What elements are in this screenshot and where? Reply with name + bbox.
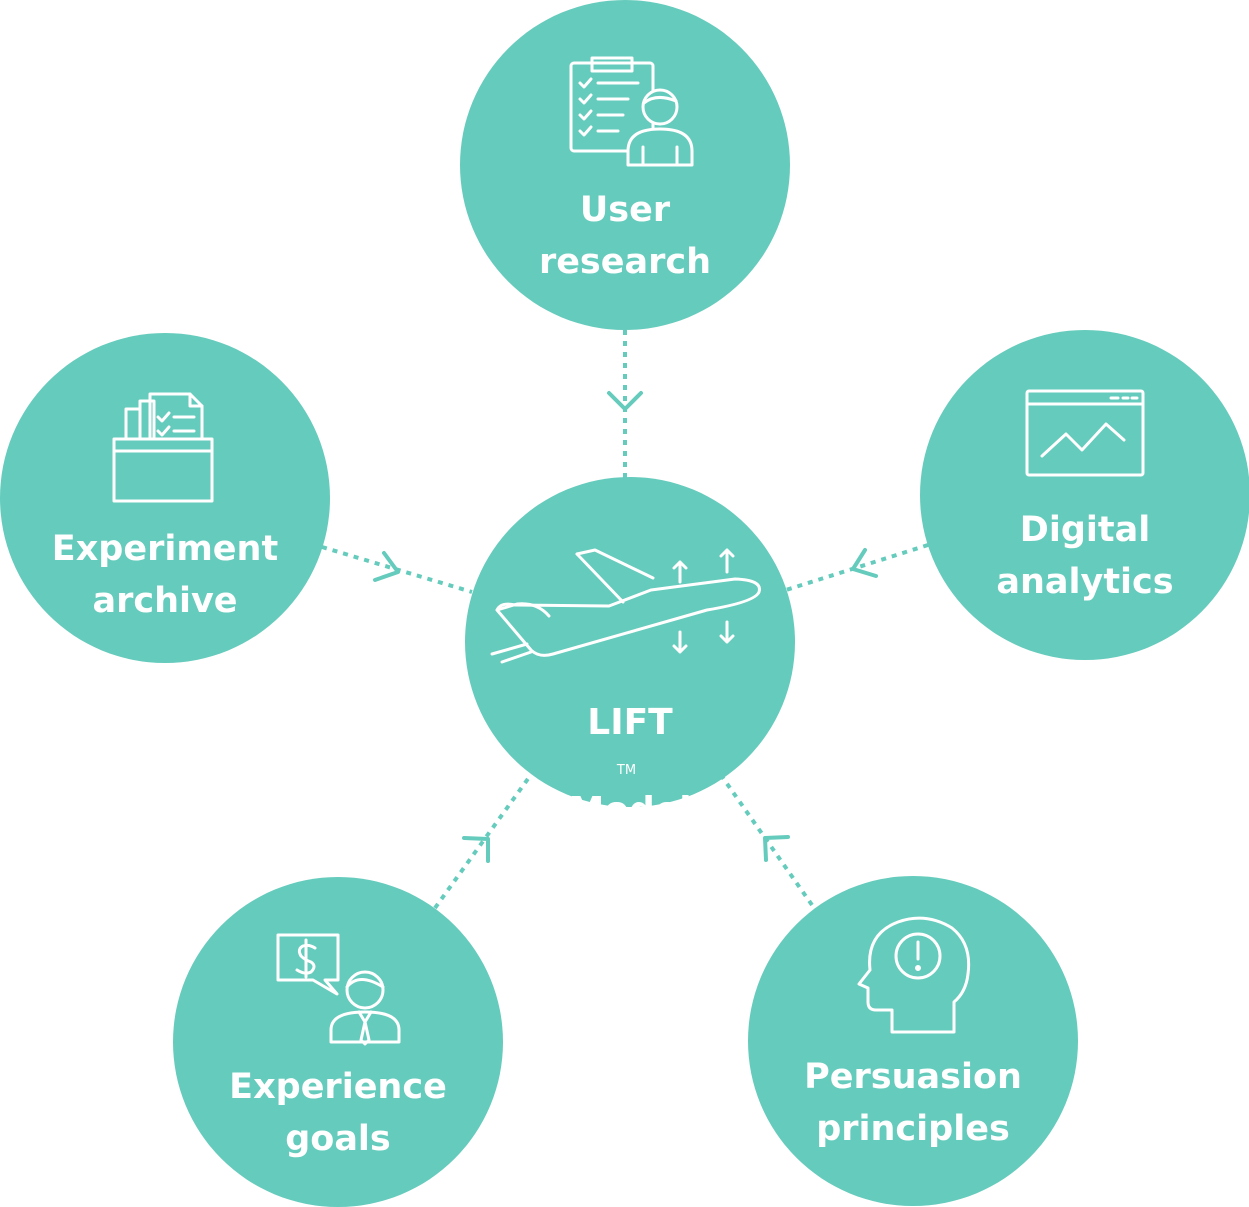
head-exclamation-icon	[857, 916, 971, 1034]
node-label-line: Digital	[1019, 510, 1151, 550]
connector-digital-analytics	[785, 543, 929, 592]
folder-documents-icon	[112, 392, 214, 503]
node-label-line: analytics	[996, 562, 1174, 602]
node-digital-analytics: Digital analytics	[920, 330, 1249, 660]
node-label: Experience goals	[173, 1061, 503, 1165]
arrowhead-user-research	[607, 391, 643, 411]
trademark-symbol: TM	[616, 763, 637, 778]
center-label: LIFT TM Model	[465, 701, 795, 833]
arrowhead-experiment-archive	[373, 551, 400, 582]
arrowhead-digital-analytics	[851, 548, 878, 578]
node-label-line: archive	[92, 581, 238, 621]
node-label-line: User	[579, 190, 671, 230]
node-label: Digital analytics	[920, 504, 1249, 608]
center-name: LIFT	[587, 702, 673, 743]
center-title: LIFT TM Model	[465, 702, 795, 831]
node-label-line: research	[538, 242, 712, 282]
node-experiment-archive: Experiment archive	[0, 333, 330, 663]
dollar-speech-person-icon	[276, 933, 401, 1046]
node-label-line: Experience	[229, 1067, 447, 1107]
arrowhead-experience-goals	[462, 836, 490, 863]
node-label: Experiment archive	[0, 523, 330, 627]
clipboard-person-icon	[569, 56, 694, 167]
center-suffix: Model	[568, 790, 692, 831]
node-label-line: Persuasion	[804, 1057, 1022, 1097]
arrowhead-persuasion-principles	[763, 835, 790, 862]
airplane-takeoff-icon	[490, 548, 761, 664]
browser-chart-icon	[1025, 389, 1145, 477]
node-experience-goals: Experience goals	[173, 877, 503, 1207]
connector-persuasion-principles	[721, 776, 814, 907]
node-label: User research	[460, 184, 790, 288]
node-user-research: User research	[460, 0, 790, 330]
node-persuasion-principles: Persuasion principles	[748, 876, 1078, 1206]
node-label-line: principles	[816, 1109, 1010, 1149]
node-lift-model: LIFT TM Model	[465, 477, 795, 831]
node-label-line: goals	[285, 1119, 391, 1159]
connector-experience-goals	[433, 774, 532, 910]
node-label-line: Experiment	[51, 529, 279, 569]
node-label: Persuasion principles	[748, 1051, 1078, 1155]
